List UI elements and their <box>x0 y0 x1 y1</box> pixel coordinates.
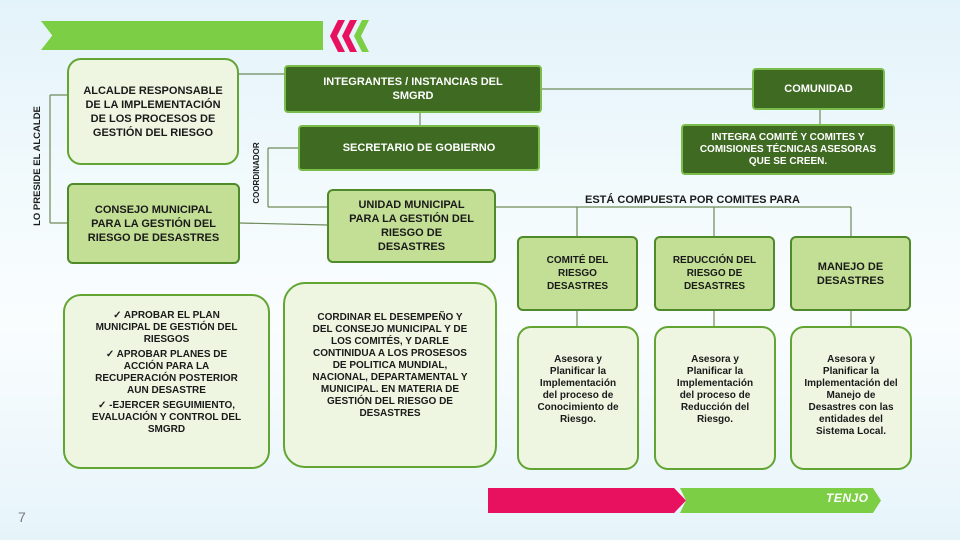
bottom-green-bar <box>680 488 881 513</box>
comunidad-text: COMUNIDAD <box>784 83 853 95</box>
funcion-item: ✓ APROBAR EL PLAN MUNICIPAL DE GESTIÓN D… <box>95 310 238 345</box>
check-icon: ✓ <box>105 349 117 360</box>
check-icon: ✓ <box>113 310 124 321</box>
unidad-text: UNIDAD MUNICIPAL PARA LA GESTIÓN DEL RIE… <box>349 199 474 253</box>
secretario-text: SECRETARIO DE GOBIERNO <box>342 142 496 154</box>
comite-reduccion-box: REDUCCIÓN DEL RIESGO DE DESASTRES <box>654 236 775 311</box>
consejo-text: CONSEJO MUNICIPAL PARA LA GESTIÓN DEL RI… <box>87 203 220 244</box>
comite-manejo-box: MANEJO DE DESASTRES <box>790 236 911 311</box>
alcalde-text: ALCALDE RESPONSABLE DE LA IMPLEMENTACIÓN… <box>83 84 223 139</box>
integra-text: INTEGRA COMITÉ Y COMITES Y COMISIONES TÉ… <box>699 131 877 167</box>
comite-conocimiento-title: COMITÉ DEL RIESGO DESASTRES <box>546 255 609 292</box>
bottom-pink-bar <box>488 488 686 513</box>
funcion-item: ✓ APROBAR PLANES DE ACCIÓN PARA LA RECUP… <box>95 349 238 396</box>
compuesta-label: ESTÁ COMPUESTA POR COMITES PARA <box>585 194 800 206</box>
comite-reduccion-desc: Asesora y Planificar la Implementación d… <box>654 326 776 470</box>
comite-reduccion-title: REDUCCIÓN DEL RIESGO DE DESASTRES <box>672 255 757 292</box>
integra-box: INTEGRA COMITÉ Y COMITES Y COMISIONES TÉ… <box>681 124 895 175</box>
consejo-funciones-box: ✓ APROBAR EL PLAN MUNICIPAL DE GESTIÓN D… <box>63 294 270 469</box>
coordinar-box: CORDINAR EL DESEMPEÑO Y DEL CONSEJO MUNI… <box>283 282 497 468</box>
unidad-box: UNIDAD MUNICIPAL PARA LA GESTIÓN DEL RIE… <box>327 189 496 263</box>
top-banner-bar <box>41 21 323 50</box>
slide-number: 7 <box>18 509 26 525</box>
integrantes-box: INTEGRANTES / INSTANCIAS DEL SMGRD <box>284 65 542 113</box>
comite-conocimiento-box: COMITÉ DEL RIESGO DESASTRES <box>517 236 638 311</box>
coordinador-label: COORDINADOR <box>252 142 261 204</box>
lo-preside-label: LO PRESIDE EL ALCALDE <box>32 106 43 226</box>
comunidad-box: COMUNIDAD <box>752 68 885 110</box>
secretario-box: SECRETARIO DE GOBIERNO <box>298 125 540 171</box>
comite-manejo-desc: Asesora y Planificar la Implementación d… <box>790 326 912 470</box>
consejo-box: CONSEJO MUNICIPAL PARA LA GESTIÓN DEL RI… <box>67 183 240 264</box>
chevrons-icon <box>330 20 369 52</box>
funcion-item: ✓ -EJERCER SEGUIMIENTO, EVALUACIÓN Y CON… <box>91 400 242 435</box>
tenjo-logo: TENJO <box>826 491 869 505</box>
coordinar-text: CORDINAR EL DESEMPEÑO Y DEL CONSEJO MUNI… <box>312 312 468 419</box>
alcalde-box: ALCALDE RESPONSABLE DE LA IMPLEMENTACIÓN… <box>67 58 239 165</box>
comite-conocimiento-desc: Asesora y Planificar la Implementación d… <box>517 326 639 470</box>
integrantes-text: INTEGRANTES / INSTANCIAS DEL SMGRD <box>323 76 503 102</box>
check-icon: ✓ <box>97 400 110 411</box>
comite-manejo-title: MANEJO DE DESASTRES <box>816 260 885 287</box>
